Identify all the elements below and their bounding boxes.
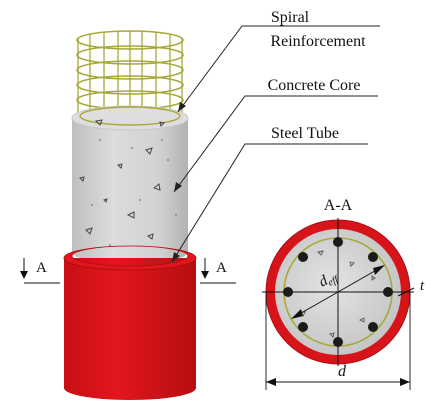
label-spiral-reinforcement: Spiral Reinforcement: [177, 9, 380, 113]
thickness-label: t: [420, 278, 425, 294]
section-mark-left-label: A: [36, 260, 47, 276]
steel-tube-top-rim: [63, 245, 197, 271]
spiral-label-line2: Reinforcement: [270, 33, 366, 50]
column-3d: A A: [20, 30, 236, 400]
concrete-core-3d: [71, 105, 189, 264]
spiral-label-line1: Spiral: [271, 9, 310, 26]
section-mark-right-label: A: [216, 260, 227, 276]
rebar: [368, 322, 378, 332]
section-mark-right: A: [200, 258, 236, 284]
section-rebars: [283, 237, 393, 347]
concrete-core-leader-line: [173, 95, 378, 193]
aggregate-marks: [79, 119, 165, 240]
steel-tube-label: Steel Tube: [271, 125, 339, 142]
section-title: A-A: [324, 197, 353, 214]
diameter-label: d: [338, 363, 347, 380]
rebar: [368, 252, 378, 262]
section-mark-left: A: [20, 258, 60, 284]
steel-tube-3d: [63, 245, 197, 400]
spiral-leader-line: [177, 25, 380, 113]
rebar: [333, 337, 343, 347]
concrete-core-top-face: [71, 105, 189, 131]
concrete-core-label: Concrete Core: [268, 77, 361, 94]
rebar: [383, 287, 393, 297]
diameter-dimension: d: [265, 292, 411, 390]
rebar: [283, 287, 293, 297]
label-concrete-core: Concrete Core: [173, 77, 378, 193]
thickness-dimension: t: [397, 278, 425, 297]
rebar: [298, 322, 308, 332]
steel-tube-leader-line: [171, 143, 368, 263]
cross-section-aa: A-A: [262, 197, 425, 390]
label-steel-tube: Steel Tube: [171, 125, 368, 263]
rebar: [298, 252, 308, 262]
rebar: [333, 237, 343, 247]
